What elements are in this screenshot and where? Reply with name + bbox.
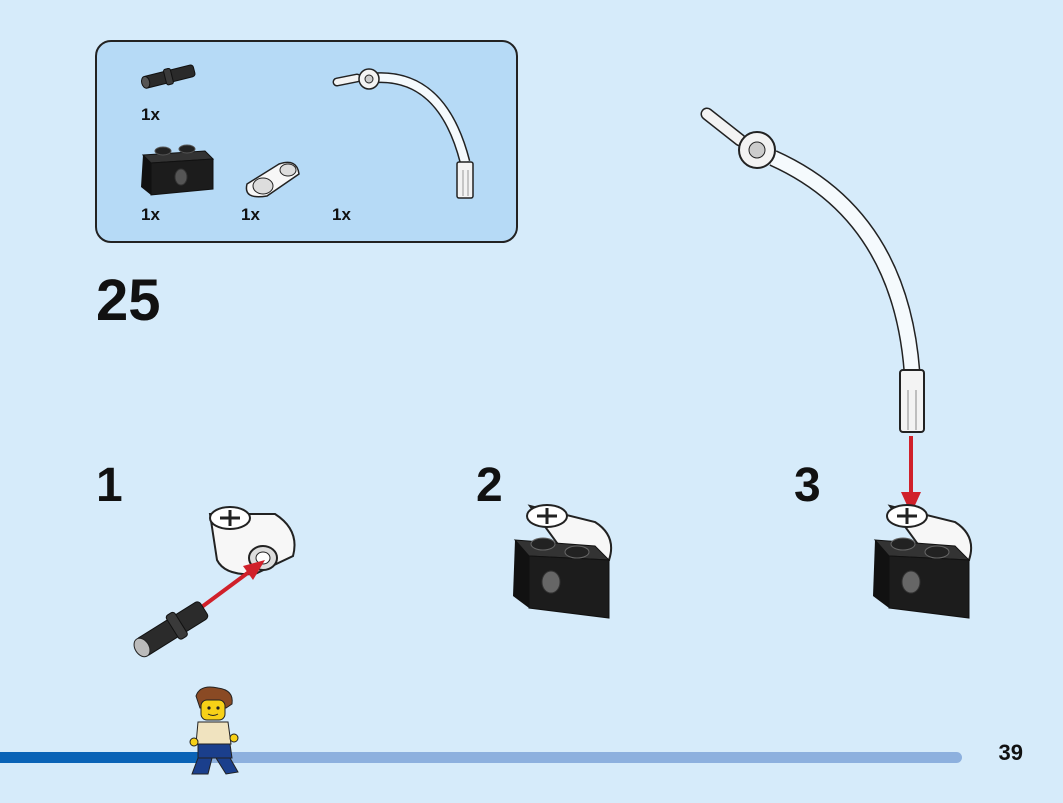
progress-fill bbox=[0, 752, 202, 763]
substep-number: 3 bbox=[794, 459, 821, 512]
parts-item-quantity: 1x bbox=[141, 105, 160, 124]
white-flexible-tube-icon bbox=[332, 68, 474, 199]
substep-3-illustration bbox=[700, 107, 973, 619]
black-technic-pin-icon bbox=[141, 64, 196, 89]
page-number: 39 bbox=[998, 740, 1023, 765]
step-number: 25 bbox=[96, 268, 161, 333]
parts-item-quantity: 1x bbox=[241, 205, 260, 224]
white-pin-connector-icon bbox=[245, 161, 300, 198]
substep-2-illustration bbox=[513, 504, 613, 619]
parts-item-quantity: 1x bbox=[332, 205, 351, 224]
substep-1-illustration bbox=[133, 506, 296, 658]
substep-number: 1 bbox=[96, 459, 123, 512]
progress-track bbox=[0, 752, 962, 763]
parts-item-quantity: 1x bbox=[141, 205, 160, 224]
substep-number: 2 bbox=[476, 459, 503, 512]
minifigure-progress-icon bbox=[189, 686, 239, 775]
parts-list-callout: 1x 1x 1x 1x bbox=[95, 40, 518, 243]
black-technic-brick-icon bbox=[141, 144, 215, 196]
